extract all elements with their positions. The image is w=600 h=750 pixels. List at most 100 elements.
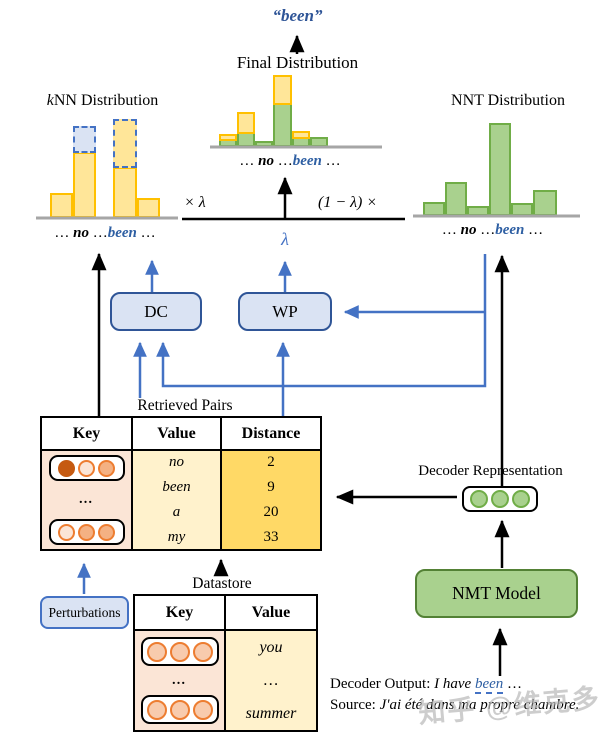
nmt-model-box: NMT Model [415,569,578,618]
datastore-header-value: Value [226,596,316,631]
ellipsis: … [88,225,108,241]
retrieved-value-cell: no been a my [133,451,222,549]
knn-distribution-title: kNN Distribution [25,92,180,110]
ellipsis: … [321,153,341,169]
ellipsis: … [136,225,156,241]
decoder-output-token-been: been [474,676,504,694]
retrieved-header-distance: Distance [222,418,320,451]
wp-module-box: WP [238,292,332,331]
perturbations-box: Perturbations [40,596,129,629]
output-token: “been” [272,6,323,25]
vector-dot [98,523,115,541]
decoder-output-label: Decoder Output: [330,676,431,692]
retrieved-key-cell: … [42,451,133,549]
source-label: Source: [330,697,376,713]
token-been: been [107,225,137,241]
decoder-representation-vector [462,486,538,512]
perturbations-label: Perturbations [48,604,121,620]
decoder-output-prefix: I have [434,676,472,692]
dash-bar [113,119,137,168]
knn-axis-label: … no …been … [40,225,170,242]
token-no: no [258,153,274,169]
token-been: been [292,153,322,169]
value-item: a [172,504,181,520]
distance-item: 33 [263,529,279,545]
vector-dot [169,641,190,662]
ellipsis: … [239,153,259,169]
ellipsis: … [441,222,461,238]
datastore-table: Key Value … you … summer [133,594,318,732]
datastore-header-key: Key [135,596,226,631]
vector-dot [58,523,75,541]
yellow-bar [219,134,237,141]
wp-label: WP [272,301,298,321]
datastore-key-cell: … [135,631,226,730]
decoder-output-tail: … [503,676,523,692]
retrieved-header-row: Key Value Distance [42,418,320,451]
retrieved-header-value: Value [133,418,222,451]
key-vector [48,455,125,481]
nnt-distribution-chart [423,120,559,216]
vector-dot [146,641,167,662]
knn-distribution-chart [50,110,162,218]
source-text: J'ai été dans ma propre chambre. [379,697,580,713]
knn-title-k: k [46,92,54,109]
source-line: Source: J'ai été dans ma propre chambre. [330,697,579,714]
ellipsis: … [54,225,74,241]
retrieved-distance-cell: 2 9 20 33 [222,451,320,549]
dash-bar [73,126,96,153]
retrieved-pairs-table: Key Value Distance … no been [40,416,322,551]
retrieved-header-key: Key [42,418,133,451]
final-axis-label: … no …been … [215,153,365,170]
arrow-nnt-branch-to-dc [156,254,487,388]
value-item: no [169,454,184,470]
lambda-left-weight: × λ [184,194,206,211]
key-vector [140,637,219,666]
retrieved-body-row: … no been a my 2 9 20 33 [42,451,320,549]
distance-item: 20 [263,504,279,520]
ellipsis: … [476,222,496,238]
value-item: my [167,529,186,545]
datastore-header-row: Key Value [135,596,316,631]
vector-dot [78,459,95,477]
decoder-representation-label: Decoder Representation [418,463,563,479]
vector-dot [169,699,190,720]
knn-title-rest: NN Distribution [53,92,159,109]
retrieved-pairs-label: Retrieved Pairs [137,397,233,414]
yellow-bar [292,131,310,139]
value-item: summer [245,705,297,722]
distance-item: 9 [267,479,275,495]
datastore-body-row: … you … summer [135,631,316,730]
decoder-output-line: Decoder Output: I have been … [330,676,523,694]
datastore-value-cell: you … summer [226,631,316,730]
lambda-right-weight: (1 − λ) × [318,194,378,211]
vector-dot [146,699,167,720]
value-item: been [162,479,191,495]
vector-dot [98,459,115,477]
nnt-distribution-title: NNT Distribution [428,92,588,110]
nmt-model-label: NMT Model [452,583,541,603]
nnt-title-text: NNT Distribution [451,92,565,109]
key-vector [48,519,125,545]
lambda-symbol: λ [281,229,289,249]
key-ellipsis: … [171,672,188,688]
dc-label: DC [144,301,168,321]
vector-dot [491,490,509,508]
ellipsis: … [273,153,293,169]
key-ellipsis: … [78,492,95,507]
ellipsis: … [524,222,544,238]
vector-dot [78,523,95,541]
vector-dot [192,641,213,662]
value-item: you [259,639,283,656]
token-no: no [73,225,89,241]
value-item: … [263,672,279,689]
distance-item: 2 [267,454,275,470]
vector-dot [192,699,213,720]
vector-dot [470,490,488,508]
token-been: been [495,222,525,238]
nnt-axis-label: … no …been … [415,222,570,239]
token-no: no [460,222,477,238]
vector-dot [512,490,530,508]
